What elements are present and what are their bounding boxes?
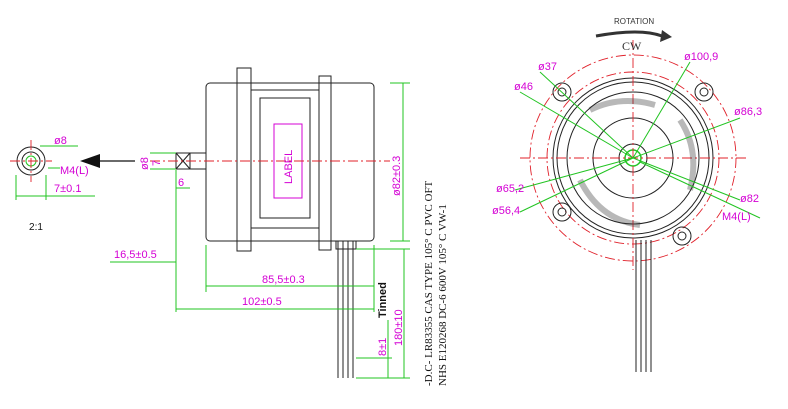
shaft-end-flat: 7±0.1 [54, 183, 81, 195]
body-dia: ø82±0.3 [391, 156, 403, 196]
shaft-len: 6 [178, 177, 184, 189]
side-view [110, 67, 410, 379]
front-d86-3: ø86,3 [734, 106, 762, 118]
shaft-end-dia: ø8 [54, 135, 67, 147]
shaft-flat: 7 [151, 160, 163, 166]
shaft-end-view [10, 140, 135, 200]
front-d46: ø46 [514, 81, 533, 93]
tinned-len: 8±1 [377, 338, 389, 356]
front-view [514, 30, 761, 372]
dim-102: 102±0.5 [242, 296, 282, 308]
label-box: LABEL [283, 150, 295, 184]
front-d100-9: ø100,9 [684, 51, 718, 63]
shaft-end-thread: M4(L) [60, 165, 89, 177]
front-d82: ø82 [740, 193, 759, 205]
tinned-label: Tinned [377, 282, 389, 318]
front-d56-4: ø56,4 [492, 205, 520, 217]
scale-label: 2:1 [29, 222, 43, 233]
shaft-dia: ø8 [139, 157, 151, 170]
front-thread: M4(L) [722, 211, 751, 223]
dim-85-5: 85,5±0.3 [262, 274, 305, 286]
rotation-direction: CW [622, 39, 642, 53]
dim-16-5: 16,5±0.5 [114, 249, 157, 261]
front-d37: ø37 [538, 61, 557, 73]
lead-len: 180±10 [393, 309, 405, 346]
note-line-2: NHS E120268 DC-6 600V 105° C VW-1 [437, 204, 449, 386]
rotation-label: ROTATION [614, 17, 654, 26]
front-d65-2: ø65,2 [496, 183, 524, 195]
note-line-1: -D.C- LR83355 CAS TYPE 105° C PVC OFT [423, 180, 435, 386]
